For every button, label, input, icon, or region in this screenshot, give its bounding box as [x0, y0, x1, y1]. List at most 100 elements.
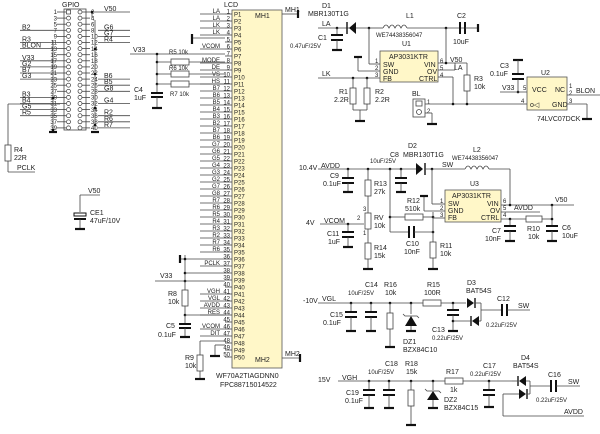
u2-label: U2 — [541, 70, 550, 77]
u1-pin-vin: VIN — [424, 62, 436, 69]
lcd-pin-number: 38 — [223, 269, 230, 275]
l2-value: WE74438356047 — [452, 156, 499, 162]
c8-value: 10uF/25V — [370, 159, 396, 165]
lcd-pin-number: 6 — [227, 45, 231, 51]
lcd-pin-number: 32 — [223, 227, 230, 233]
r14-value: 15k — [374, 253, 386, 260]
gpio-net-label: B6 — [104, 73, 113, 80]
u1-pn-3: 3 — [375, 73, 379, 79]
r12-label: R12 — [407, 198, 420, 205]
lcd-net-label: R7 — [212, 240, 220, 246]
r10-label: R10 — [527, 226, 540, 233]
lcd-pin-number: 1 — [227, 10, 231, 16]
rv-potentiometer — [364, 212, 372, 230]
lcd-pin-label: P2 — [234, 20, 242, 26]
lcd-pin-label: P8 — [234, 62, 242, 68]
lcd-connector: LCD MH1 MH1 MH2 MH2 P11LAP22LAP33LKP44LK… — [130, 2, 302, 389]
u1-pn-4: 4 — [440, 73, 444, 79]
lcd-pin-number: 35 — [223, 248, 230, 254]
lcd-mh1-net: MH1 — [285, 7, 300, 14]
l1-label: L1 — [406, 13, 414, 20]
lcd-mh1-pin: MH1 — [255, 13, 270, 20]
avdd-supply: D2 C8 MBR130T1G 10.4V AVDD 10uF/25V SW L… — [299, 143, 578, 271]
lcd-net-label: R2 — [212, 233, 220, 239]
gpio-title: GPIO — [62, 2, 80, 9]
lcd-pin-number: 13 — [223, 94, 230, 100]
c17-value: 0.22uF/25V — [470, 372, 501, 378]
u1-ic — [379, 50, 439, 83]
c7-value: 10nF — [485, 236, 501, 243]
gpio-pin-number: 39 — [50, 126, 57, 132]
lcd-pin-number: 25 — [223, 178, 230, 184]
lcd-net-label: R6 — [212, 247, 220, 253]
gpio-net-label: R4 — [104, 37, 113, 44]
d3-value: BAT54S — [466, 288, 492, 295]
c17-label: C17 — [483, 363, 496, 370]
u1-pn-6: 6 — [440, 59, 444, 65]
lcd-pin-number: 49 — [223, 346, 230, 352]
r4-value: 22R — [14, 155, 27, 162]
c2-value: 10uF — [453, 39, 469, 46]
d2-value: MBR130T1G — [403, 152, 444, 159]
gpio-pin-number: 8 — [91, 29, 95, 35]
lcd-net-label: R5 — [212, 212, 220, 218]
gpio-pin-number: 3 — [54, 16, 58, 22]
lcd-pin-number: 31 — [223, 220, 230, 226]
r14-resistor — [364, 242, 372, 260]
c19-value: 0.1uF — [345, 398, 363, 405]
lcd-pin-label: P20 — [234, 146, 245, 152]
lcd-pin-label: P33 — [234, 237, 245, 243]
lcd-pin-number: 3 — [227, 24, 231, 30]
d3-diode-a — [467, 298, 474, 308]
lcd-net-label: R6 — [212, 205, 220, 211]
lcd-body — [231, 9, 283, 369]
u2-pn-5: 5 — [523, 86, 527, 92]
lcd-pin-number: 37 — [223, 262, 230, 268]
u3-pin-gnd: GND — [448, 208, 464, 215]
lcd-pin-label: P37 — [234, 265, 245, 271]
lcd-net-label: PCLK — [204, 261, 220, 267]
gpio-pin-number: 5 — [54, 22, 58, 28]
lcd-pin-number: 20 — [223, 143, 230, 149]
lcd-pin-number: 33 — [223, 234, 230, 240]
rv-pin-1: 1 — [363, 231, 367, 237]
u3-pin-fb: FB — [448, 215, 457, 222]
gpio-pin-pad — [66, 21, 71, 27]
lcd-pin-label: P22 — [234, 160, 245, 166]
gpio-pin-pad — [66, 27, 71, 33]
lcd-net-label: B6 — [213, 135, 221, 141]
lcd-pin-number: 9 — [227, 66, 231, 72]
u3-pn-4: 4 — [503, 213, 507, 219]
sw-net-label: SW — [442, 162, 454, 169]
lk-net-label: LK — [322, 71, 331, 78]
gpio-pin-number: 2 — [91, 10, 95, 16]
gpio-pin-number: 4 — [91, 16, 95, 22]
r17-value: 1k — [450, 387, 458, 394]
backlight-driver: D1 MBR130T1G LA L1 WE74438356047 C1 0.47… — [290, 3, 600, 126]
v33-net-label: V33 — [133, 47, 146, 54]
lcd-net-label: MODE — [202, 58, 220, 64]
gpio-net-label: G4 — [104, 98, 113, 105]
c18-label: C18 — [385, 361, 398, 368]
r2-value: 2.2R — [375, 97, 390, 104]
u3-label: U3 — [470, 181, 479, 188]
lcd-net-label: B7 — [213, 86, 221, 92]
gpio-net-label: G3 — [22, 73, 31, 80]
c12-value: 0.22uF/25V — [486, 323, 517, 329]
v33-net-label-2: V33 — [160, 273, 173, 280]
u3-pin-ov: OV — [490, 208, 500, 215]
c11-value: 1uF — [328, 239, 340, 246]
r12-value: 510k — [405, 206, 421, 213]
c8-top-label: C8 — [390, 152, 399, 159]
la-net-label: LA — [322, 21, 331, 28]
lcd-net-label: G3 — [212, 170, 221, 176]
lcd-pin-label: P1 — [234, 13, 242, 19]
lcd-net-label: LA — [213, 16, 220, 22]
r9-label: R9 — [185, 355, 194, 362]
lcd-pin-number: 14 — [223, 101, 230, 107]
gpio-pin-pad — [66, 46, 71, 51]
ce1-label: CE1 — [90, 210, 104, 217]
lcd-pin-label: P45 — [234, 321, 245, 327]
gpio-net-label: G7 — [104, 30, 113, 37]
gpio-pin-pad — [66, 52, 71, 58]
